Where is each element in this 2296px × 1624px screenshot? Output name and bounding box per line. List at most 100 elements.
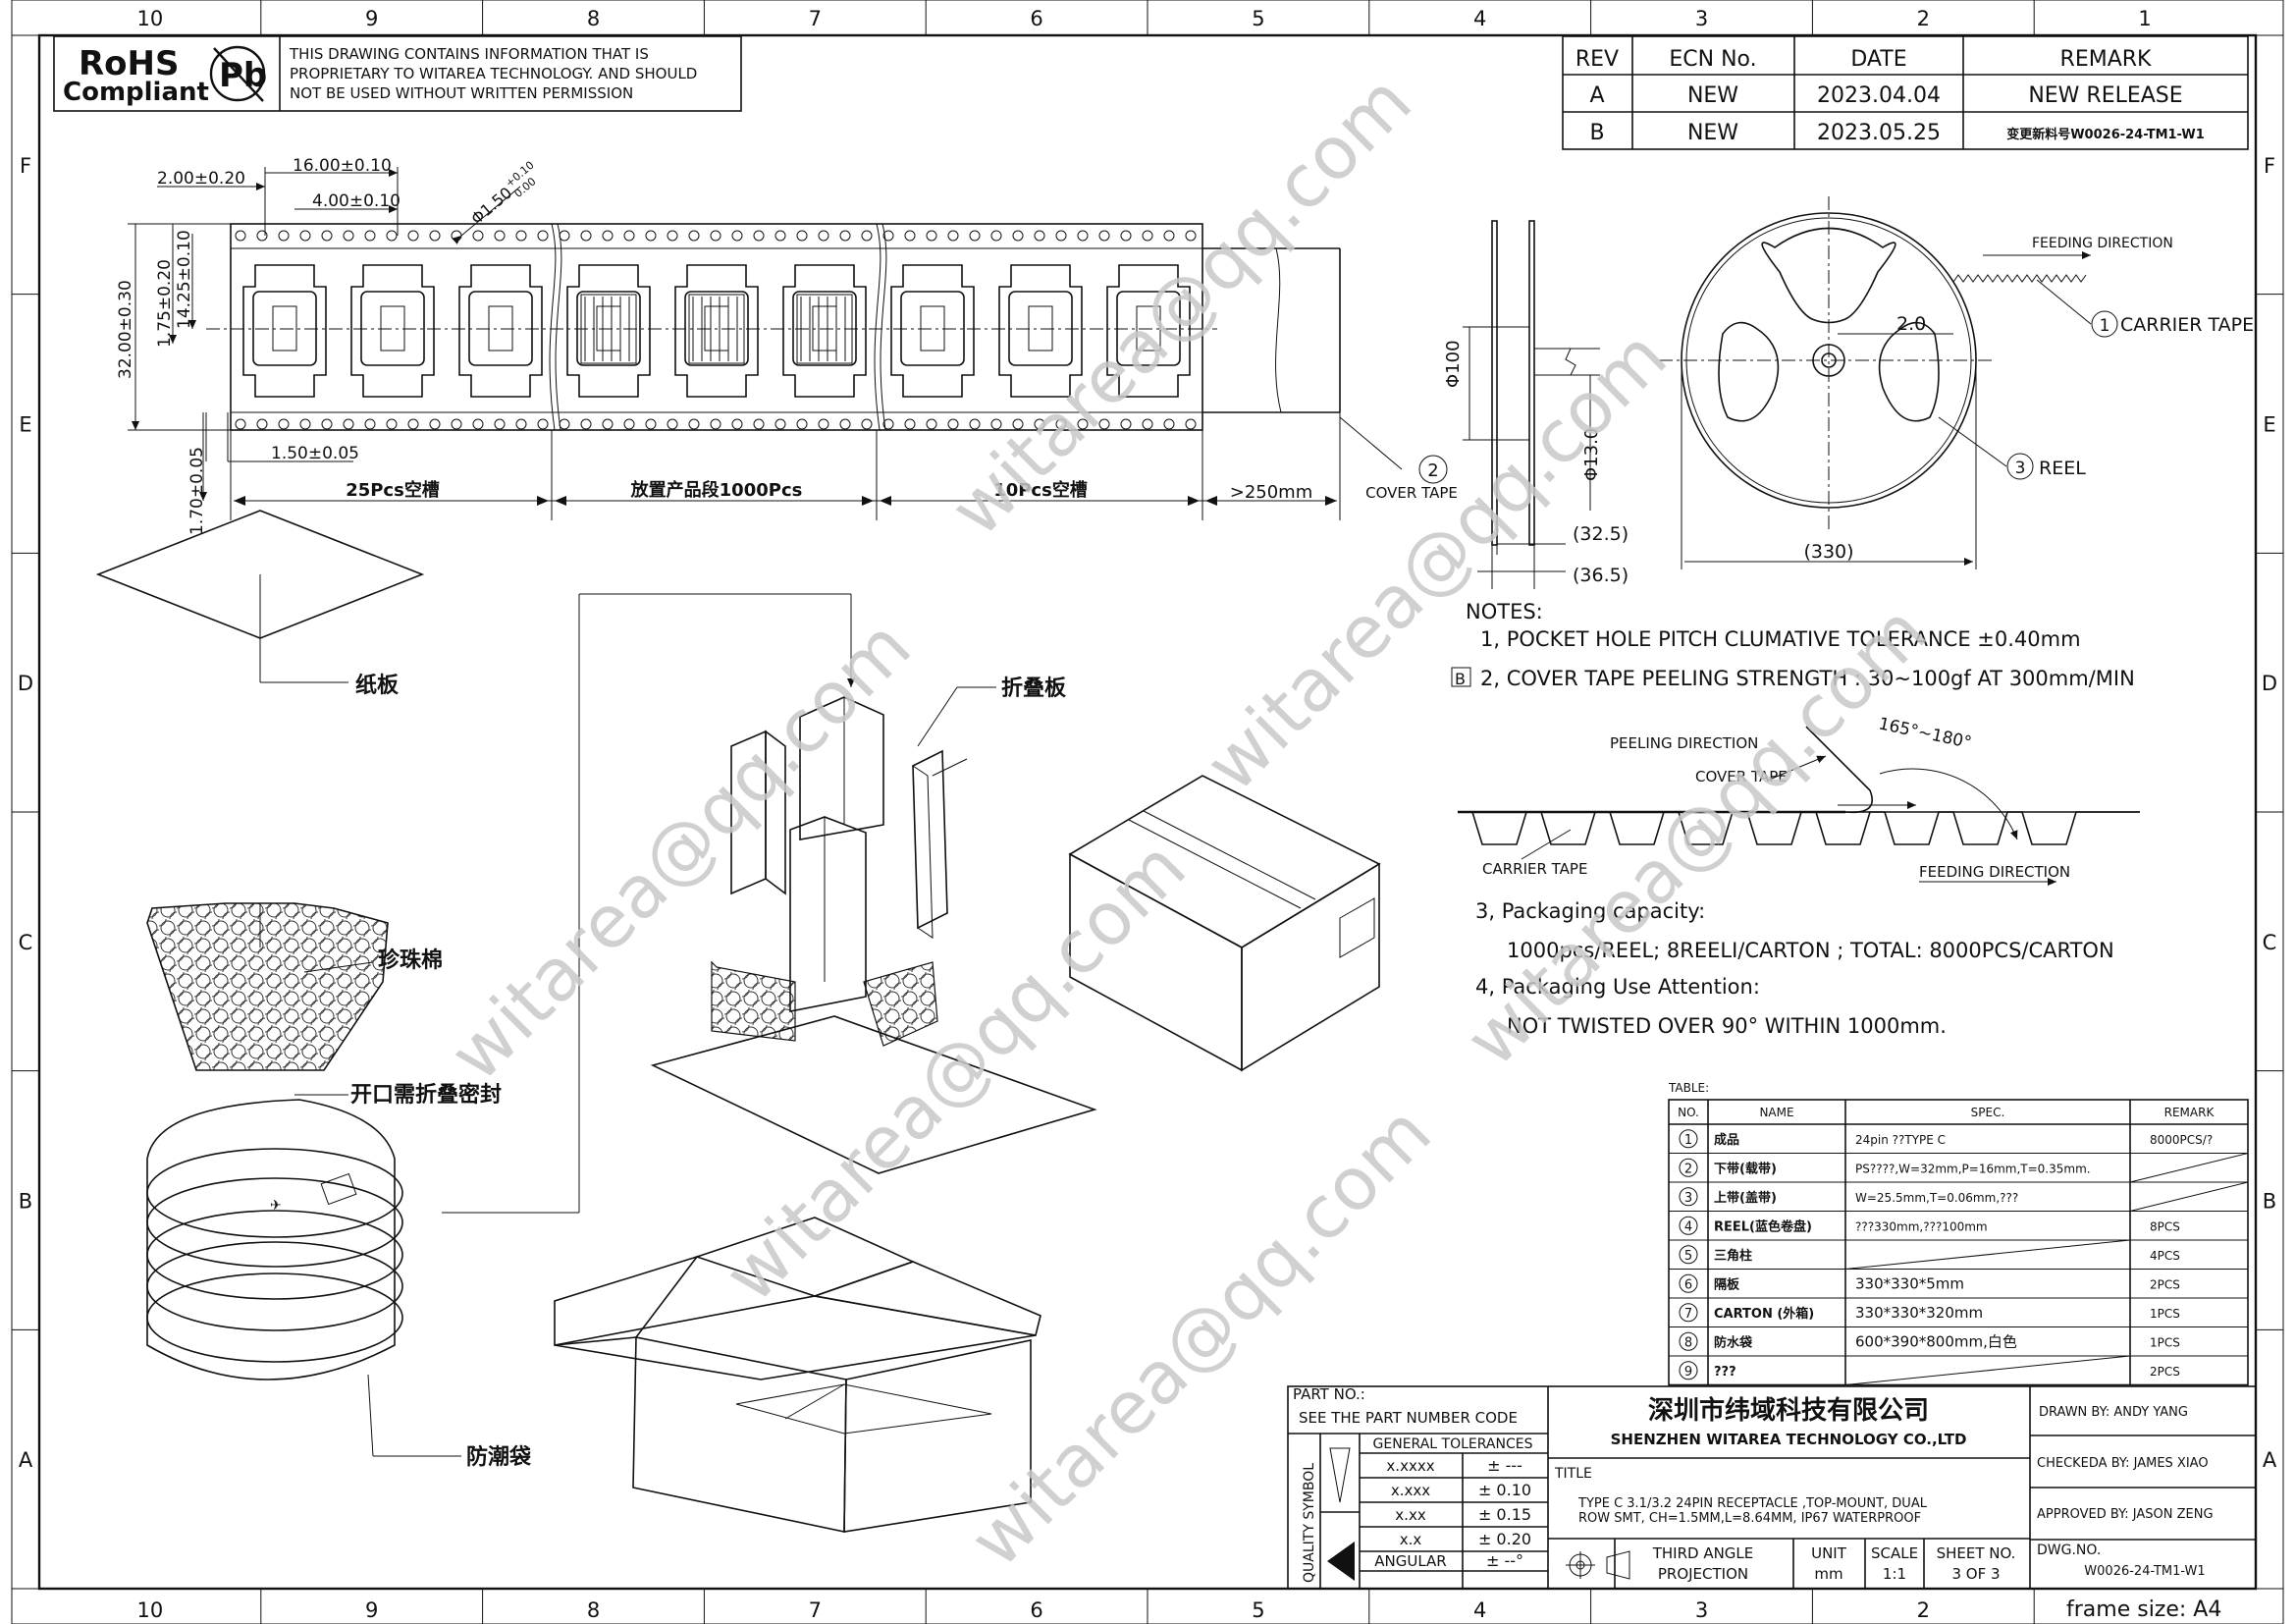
sprocket-hole bbox=[969, 418, 981, 430]
sprocket-hole bbox=[990, 418, 1002, 430]
carrier-tape-view bbox=[206, 223, 1341, 431]
bom-no: 3 bbox=[1684, 1191, 1692, 1206]
sprocket-hole bbox=[904, 230, 916, 242]
sprocket-hole bbox=[645, 418, 657, 430]
label-paper-board: 纸板 bbox=[355, 673, 400, 698]
sprocket-hole bbox=[1163, 418, 1175, 430]
tol-format: x.x bbox=[1400, 1531, 1422, 1548]
tol-format: x.xxx bbox=[1391, 1482, 1430, 1499]
approved-by: APPROVED BY: JASON ZENG bbox=[2037, 1507, 2214, 1522]
sprocket-hole bbox=[559, 230, 570, 242]
bom-header: NO. bbox=[1678, 1106, 1699, 1119]
tape-pocket bbox=[998, 264, 1083, 398]
third-angle-projection-icon bbox=[1566, 1550, 1630, 1580]
rev-header-date: DATE bbox=[1850, 47, 1906, 72]
sprocket-hole bbox=[861, 230, 873, 242]
bom-spec: ???330mm,???100mm bbox=[1855, 1219, 1988, 1233]
bom-name: REEL(蓝色卷盘) bbox=[1714, 1218, 1812, 1234]
rev-a-ecn: NEW bbox=[1687, 83, 1738, 108]
sprocket-hole bbox=[537, 418, 549, 430]
bom-remark: 8PCS bbox=[2150, 1219, 2180, 1233]
zone-row-right: F bbox=[2264, 154, 2275, 178]
sprocket-hole bbox=[494, 230, 506, 242]
tol-value: ± 0.20 bbox=[1478, 1530, 1531, 1548]
general-tolerances: GENERAL TOLERANCES bbox=[1373, 1436, 1533, 1452]
sprocket-hole bbox=[1077, 230, 1089, 242]
sprocket-hole bbox=[580, 418, 592, 430]
tape-pockets bbox=[242, 264, 1191, 398]
bom-spec: W=25.5mm,T=0.06mm,??? bbox=[1855, 1191, 2018, 1205]
sprocket-hole bbox=[299, 230, 311, 242]
sprocket-hole bbox=[1055, 230, 1067, 242]
bom-remark: 2PCS bbox=[2150, 1277, 2180, 1291]
label-folding-board: 折叠板 bbox=[1001, 677, 1067, 701]
zone-col-top: 2 bbox=[1917, 7, 1930, 30]
zone-col-bottom: 10 bbox=[137, 1598, 164, 1622]
tol-value: ± 0.10 bbox=[1478, 1481, 1531, 1499]
sprocket-hole bbox=[623, 230, 635, 242]
bom-header: SPEC. bbox=[1971, 1106, 2005, 1119]
zone-row-right: C bbox=[2263, 931, 2277, 954]
bom-no: 9 bbox=[1684, 1365, 1692, 1380]
sprocket-hole bbox=[235, 418, 246, 430]
sprocket-hole bbox=[818, 230, 829, 242]
tape-pocket bbox=[1106, 264, 1191, 398]
zone-row-right: B bbox=[2263, 1190, 2276, 1214]
sprocket-hole bbox=[472, 230, 484, 242]
note-2-rev-mark: B bbox=[1455, 670, 1466, 688]
bom-no: 2 bbox=[1684, 1162, 1692, 1176]
rev-header-ecn: ECN No. bbox=[1669, 47, 1756, 72]
bom-name: ??? bbox=[1714, 1365, 1736, 1380]
note-4-detail: NOT TWISTED OVER 90° WITHIN 1000mm. bbox=[1507, 1014, 1947, 1038]
zone-row-left: E bbox=[19, 413, 31, 437]
zone-row-left: D bbox=[18, 672, 33, 695]
bom-name: 三角柱 bbox=[1714, 1248, 1752, 1264]
callout-reel-label: REEL bbox=[2039, 458, 2086, 479]
sprocket-hole bbox=[1077, 418, 1089, 430]
zone-row-right: D bbox=[2262, 672, 2277, 695]
tape-pocket bbox=[782, 264, 867, 398]
frame-size: frame size: A4 bbox=[2066, 1597, 2221, 1622]
sheet-value: 3 OF 3 bbox=[1951, 1565, 2000, 1583]
bom-name: 下带(载带) bbox=[1714, 1161, 1777, 1176]
sprocket-hole bbox=[1142, 230, 1153, 242]
sprocket-hole bbox=[1055, 418, 1067, 430]
notice-line-2: PROPRIETARY TO WITAREA TECHNOLOGY. AND S… bbox=[290, 65, 697, 82]
reel-front-view: 2.0 (330) FEEDING DIRECTION 1 CARRIER TA… bbox=[1659, 196, 2254, 569]
quality-symbol-label: QUALITY SYMBOL bbox=[1302, 1463, 1317, 1583]
sprocket-hole bbox=[364, 230, 376, 242]
pearl-foam-drawing: 珍珠棉 bbox=[146, 902, 443, 1071]
unit-value: mm bbox=[1814, 1565, 1842, 1583]
bom-header: NAME bbox=[1759, 1106, 1793, 1119]
zone-col-top: 5 bbox=[1252, 7, 1264, 30]
sprocket-hole bbox=[602, 230, 614, 242]
zone-col-top: 6 bbox=[1030, 7, 1042, 30]
sprocket-hole bbox=[429, 230, 441, 242]
peel-cover-label: COVER TAPE bbox=[1695, 768, 1788, 785]
zone-col-bottom: 6 bbox=[1030, 1598, 1042, 1622]
sprocket-hole bbox=[559, 418, 570, 430]
dim-hole-dia: Φ1.50 bbox=[467, 184, 515, 229]
paper-board-drawing: 纸板 bbox=[95, 510, 425, 698]
bom-spec: 330*330*320mm bbox=[1855, 1304, 1983, 1322]
company-name-cn: 深圳市纬域科技有限公司 bbox=[1648, 1395, 1929, 1426]
peel-carrier-label: CARRIER TAPE bbox=[1482, 860, 1587, 878]
part-no-value: SEE THE PART NUMBER CODE bbox=[1299, 1409, 1518, 1427]
rev-b-remark: 变更新料号W0026-24-TM1-W1 bbox=[2006, 127, 2205, 142]
peel-angle-label: 165°~180° bbox=[1877, 714, 1973, 753]
sprocket-hole bbox=[321, 418, 333, 430]
sprocket-hole bbox=[882, 230, 894, 242]
peel-feeding-label: FEEDING DIRECTION bbox=[1919, 863, 2070, 881]
zone-row-right: A bbox=[2263, 1448, 2277, 1472]
scale-label: SCALE bbox=[1871, 1544, 1918, 1562]
rev-b-date: 2023.05.25 bbox=[1817, 121, 1941, 145]
note-4: 4, Packaging Use Attention: bbox=[1475, 975, 1760, 999]
bom-spec: 24pin ??TYPE C bbox=[1855, 1133, 1946, 1147]
bom-spec: PS????,W=32mm,P=16mm,T=0.35mm. bbox=[1855, 1162, 2091, 1175]
sprocket-hole bbox=[386, 230, 398, 242]
bom-no: 7 bbox=[1684, 1307, 1692, 1322]
sprocket-hole bbox=[774, 230, 786, 242]
zone-row-left: B bbox=[19, 1190, 32, 1214]
bom-remark: 1PCS bbox=[2150, 1335, 2180, 1349]
sprocket-hole bbox=[710, 418, 721, 430]
